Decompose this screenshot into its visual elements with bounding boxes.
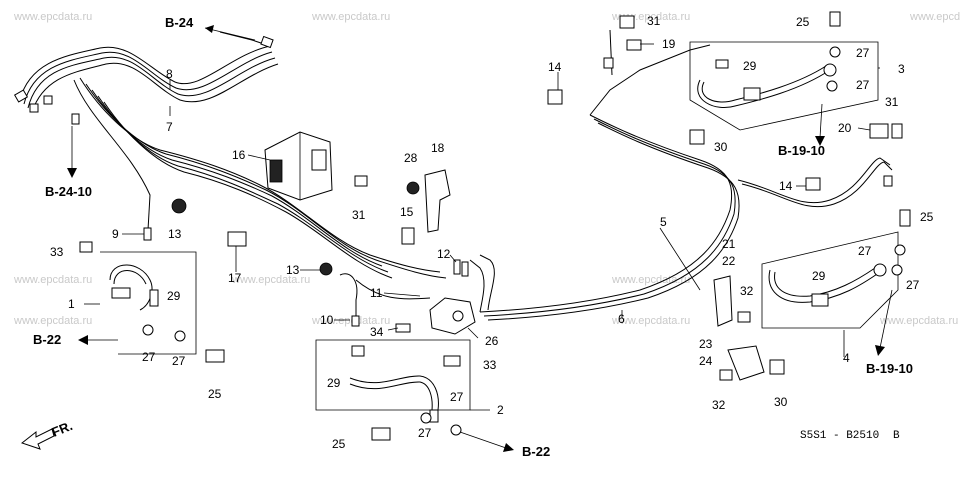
part-label-32: 32 bbox=[712, 398, 726, 412]
watermarks: www.epcdata.ru www.epcdata.ru www.epcdat… bbox=[13, 11, 960, 327]
part-label-29: 29 bbox=[167, 289, 181, 303]
hose-assembly-3 bbox=[619, 11, 879, 145]
part-number-labels: 1 2 3 4 5 6 7 8 9 10 11 12 13 13 14 14 1… bbox=[50, 14, 934, 451]
modulator-unit bbox=[264, 131, 368, 201]
part-label-13: 13 bbox=[286, 263, 300, 277]
part-label-15: 15 bbox=[400, 205, 414, 219]
part-label-19: 19 bbox=[662, 37, 676, 51]
part-label-4: 4 bbox=[843, 351, 850, 365]
hose-assembly-2 bbox=[315, 339, 471, 441]
part-label-27: 27 bbox=[906, 278, 920, 292]
part-label-2: 2 bbox=[497, 403, 504, 417]
reference-arrows bbox=[67, 25, 893, 452]
watermark: www.epcdata.ru bbox=[879, 315, 958, 327]
part-label-8: 8 bbox=[166, 67, 173, 81]
section-references: B-24 B-24-10 B-22 B-22 B-19-10 B-19-10 bbox=[33, 15, 913, 459]
ref-b-22-bottom[interactable]: B-22 bbox=[522, 444, 550, 459]
watermark: www.epcdata.ru bbox=[231, 274, 310, 286]
long-pipes bbox=[469, 29, 893, 321]
part-label-27: 27 bbox=[142, 350, 156, 364]
watermark: www.epcdata.ru bbox=[311, 315, 390, 327]
watermark: www.epcdata.ru bbox=[13, 11, 92, 23]
ref-b-19-10-bottom[interactable]: B-19-10 bbox=[866, 361, 913, 376]
part-label-27: 27 bbox=[418, 426, 432, 440]
part-label-30: 30 bbox=[774, 395, 788, 409]
part-label-28: 28 bbox=[404, 151, 418, 165]
part-label-25: 25 bbox=[920, 210, 934, 224]
part-label-7: 7 bbox=[166, 120, 173, 134]
watermark: www.epcdata.ru bbox=[13, 315, 92, 327]
brackets bbox=[547, 89, 821, 381]
part-label-31: 31 bbox=[885, 95, 899, 109]
leader-lines bbox=[84, 43, 880, 411]
part-label-11: 11 bbox=[370, 286, 383, 300]
part-label-6: 6 bbox=[618, 312, 625, 326]
part-label-20: 20 bbox=[838, 121, 852, 135]
part-label-16: 16 bbox=[232, 148, 246, 162]
watermark: www.epcdata.ru bbox=[611, 274, 690, 286]
part-label-27: 27 bbox=[856, 46, 870, 60]
watermark: www.epcdata.ru bbox=[611, 315, 690, 327]
front-indicator: FR. bbox=[20, 418, 75, 450]
ref-b-24-10[interactable]: B-24-10 bbox=[45, 184, 92, 199]
part-label-29: 29 bbox=[812, 269, 826, 283]
diagram-code: S5S1 - B2510 B bbox=[800, 430, 900, 442]
part-label-25: 25 bbox=[796, 15, 810, 29]
part-label-22: 22 bbox=[722, 254, 736, 268]
part-label-21: 21 bbox=[722, 237, 736, 251]
diagram-code-suffix: B bbox=[893, 430, 900, 442]
part-label-27: 27 bbox=[856, 78, 870, 92]
part-label-32: 32 bbox=[740, 284, 754, 298]
part-label-9: 9 bbox=[112, 227, 119, 241]
part-label-29: 29 bbox=[327, 376, 341, 390]
small-parts-left bbox=[171, 169, 469, 277]
watermark: www.epcdata.ru bbox=[13, 274, 92, 286]
part-label-5: 5 bbox=[660, 215, 667, 229]
part-label-10: 10 bbox=[320, 313, 334, 327]
hose-assembly-4 bbox=[761, 123, 911, 375]
watermark: www.epcdata.ru bbox=[311, 11, 390, 23]
part-label-29: 29 bbox=[743, 59, 757, 73]
part-label-13: 13 bbox=[168, 227, 182, 241]
part-label-25: 25 bbox=[208, 387, 222, 401]
part-label-33: 33 bbox=[483, 358, 497, 372]
ref-b-24[interactable]: B-24 bbox=[165, 15, 194, 30]
part-label-31: 31 bbox=[352, 208, 366, 222]
part-label-12: 12 bbox=[437, 247, 451, 261]
part-label-24: 24 bbox=[699, 354, 713, 368]
part-label-33: 33 bbox=[50, 245, 64, 259]
part-label-18: 18 bbox=[431, 141, 445, 155]
ref-b-19-10-top[interactable]: B-19-10 bbox=[778, 143, 825, 158]
diagram-code-text: S5S1 - B2510 bbox=[800, 430, 879, 442]
part-label-17: 17 bbox=[228, 271, 242, 285]
part-label-26: 26 bbox=[485, 334, 499, 348]
part-label-14: 14 bbox=[779, 179, 793, 193]
part-label-3: 3 bbox=[898, 62, 905, 76]
ref-b-22-left[interactable]: B-22 bbox=[33, 332, 61, 347]
part-label-34: 34 bbox=[370, 325, 384, 339]
proportioning-valve bbox=[395, 297, 476, 335]
part-label-27: 27 bbox=[450, 390, 464, 404]
part-label-23: 23 bbox=[699, 337, 713, 351]
part-label-27: 27 bbox=[858, 244, 872, 258]
part-label-25: 25 bbox=[332, 437, 346, 451]
front-arrow-icon bbox=[20, 428, 55, 450]
front-label: FR. bbox=[50, 418, 75, 440]
left-pipe-bundle bbox=[13, 31, 447, 327]
part-label-31: 31 bbox=[647, 14, 661, 28]
hose-assembly-1 bbox=[79, 241, 225, 363]
part-label-14: 14 bbox=[548, 60, 562, 74]
part-label-27: 27 bbox=[172, 354, 186, 368]
part-label-1: 1 bbox=[68, 297, 75, 311]
watermark: www.epcdata.ru bbox=[909, 11, 960, 23]
part-label-30: 30 bbox=[714, 140, 728, 154]
